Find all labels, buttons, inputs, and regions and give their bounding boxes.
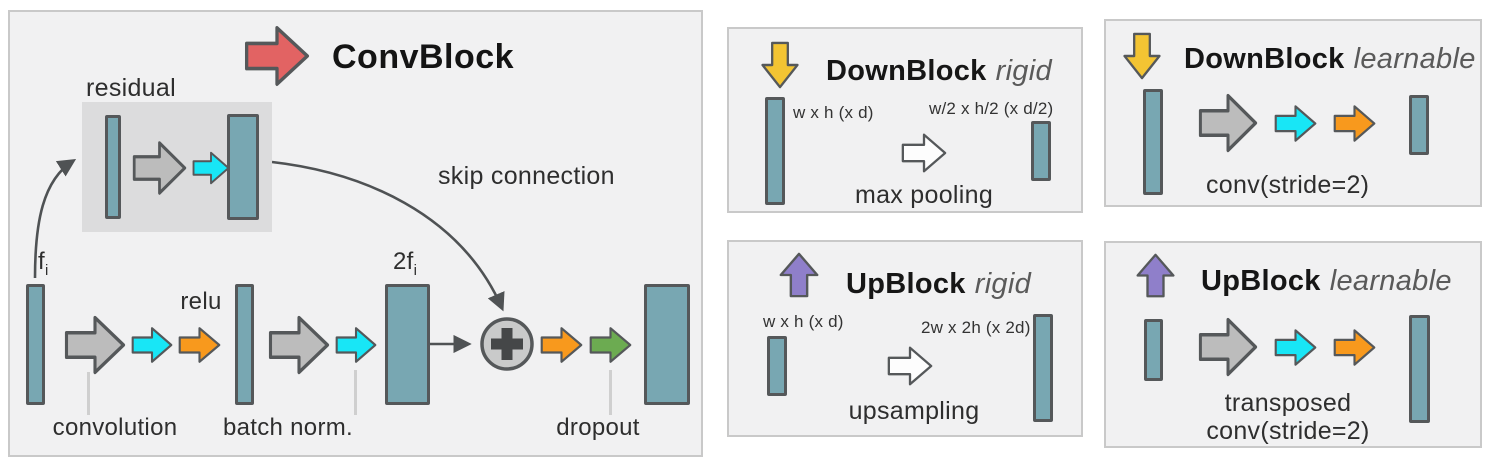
batchnorm-leader-line (354, 370, 357, 415)
residual-conv-arrow-icon (132, 135, 187, 201)
downblock-learnable-title: DownBlock (1184, 43, 1345, 75)
downblock-rigid-input-dim: w x h (x d) (793, 103, 874, 122)
downblock-batchnorm-arrow-icon (1274, 101, 1317, 146)
downblock-arrow-icon (757, 41, 803, 89)
downblock-learnable-input-bar (1143, 89, 1163, 195)
f-label: f (38, 248, 45, 275)
dropout-arrow-icon (589, 323, 632, 367)
downblock-learnable-arrow-icon (1119, 32, 1165, 80)
convblock-panel: ConvBlock residual skip connection fi re… (8, 10, 703, 457)
upblock-learnable-output-bar (1409, 315, 1430, 423)
upblock-learnable-input-bar (1144, 319, 1163, 381)
sum-node (480, 317, 534, 371)
upblock-rigid-variant: rigid (974, 268, 1032, 300)
relu-label: relu (180, 288, 222, 315)
upblock-arrow-icon (775, 252, 823, 298)
upblock-rigid-title: UpBlock (846, 268, 966, 300)
maxpool-label: max pooling (854, 181, 994, 209)
2f-label: 2f (393, 248, 414, 275)
upblock-learnable-variant: learnable (1329, 265, 1452, 297)
convblock-arrow-icon (244, 19, 310, 93)
maxpool-arrow-icon (901, 129, 947, 177)
f-label-sub: i (44, 261, 49, 279)
batchnorm-label: batch norm. (222, 414, 354, 441)
upblock-batchnorm-arrow-icon (1274, 325, 1317, 370)
residual-input-bar (105, 115, 121, 219)
output-bar (644, 284, 690, 405)
strided-conv-label: conv(stride=2) (1206, 171, 1370, 199)
upsampling-label: upsampling (848, 397, 980, 425)
upblock-learnable-title: UpBlock (1201, 265, 1321, 297)
residual-label: residual (86, 74, 176, 102)
downblock-relu-arrow-icon (1333, 101, 1376, 146)
dropout-label: dropout (556, 414, 640, 441)
downblock-rigid-title: DownBlock (826, 55, 987, 87)
convblock-title: ConvBlock (332, 38, 515, 76)
downblock-rigid-input-bar (765, 97, 785, 205)
downblock-rigid-variant: rigid (995, 55, 1052, 87)
2f-label-sub: i (413, 261, 418, 279)
downblock-learnable-variant: learnable (1353, 43, 1476, 75)
residual-batchnorm-arrow-icon (192, 148, 230, 188)
convolution2-arrow-icon (268, 309, 330, 381)
batchnorm2-arrow-icon (335, 323, 377, 367)
convolution-label: convolution (52, 414, 178, 441)
upblock-rigid-input-bar (767, 336, 787, 396)
downblock-rigid-output-dim: w/2 x h/2 (x d/2) (929, 99, 1054, 118)
batchnorm-arrow-icon (131, 323, 173, 367)
downblock-learnable-output-bar (1409, 95, 1429, 155)
doubled-feature-bar (385, 284, 430, 405)
skip-connection-label: skip connection (438, 162, 615, 190)
plus-icon (491, 328, 523, 360)
convolution-leader-line (87, 372, 90, 415)
upblock-rigid-output-bar (1033, 314, 1053, 422)
downblock-conv-arrow-icon (1198, 87, 1258, 159)
upblock-learnable-arrow-icon (1132, 253, 1179, 298)
input-feature-bar (26, 284, 45, 405)
hidden-feature-bar (235, 284, 254, 405)
transposed-label: transposed (1224, 389, 1352, 417)
transposed-conv-label: conv(stride=2) (1206, 417, 1370, 445)
upblock-conv-arrow-icon (1198, 311, 1258, 383)
convolution-arrow-icon (64, 309, 126, 381)
residual-box (82, 102, 272, 232)
residual-output-bar (227, 114, 259, 220)
upblock-rigid-input-dim: w x h (x d) (763, 312, 844, 331)
upblock-relu-arrow-icon (1333, 325, 1376, 370)
dropout-leader-line (609, 370, 612, 415)
downblock-rigid-output-bar (1031, 121, 1051, 181)
relu2-arrow-icon (540, 323, 583, 367)
upsample-arrow-icon (887, 342, 933, 390)
input-feature-label: fi (38, 248, 49, 279)
upblock-rigid-output-dim: 2w x 2h (x 2d) (921, 318, 1031, 337)
output-feature-label: 2fi (393, 248, 417, 279)
relu-arrow-icon (178, 323, 221, 367)
